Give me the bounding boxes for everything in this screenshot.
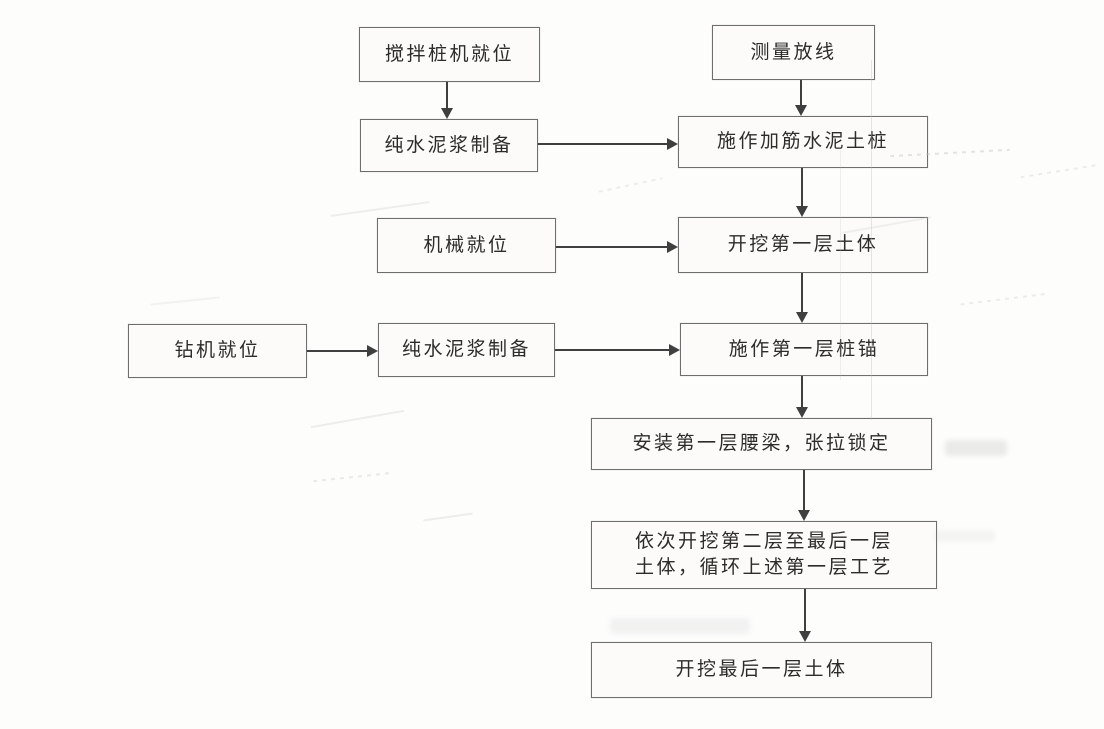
flow-node-first-layer-pile-anchor: 施作第一层桩锚 xyxy=(680,323,928,376)
arrow-n4-n6 xyxy=(801,168,803,207)
scan-artifact xyxy=(598,177,663,193)
flow-node-label-line2: 土体，循环上述第一层工艺 xyxy=(634,557,893,578)
flow-node-label: 安装第一层腰梁，张拉锁定 xyxy=(632,433,891,454)
arrow-n9-n10-head-icon xyxy=(796,407,808,418)
flow-node-mixing-pile-rig-in-place: 搅拌桩机就位 xyxy=(359,27,540,82)
flow-node-label: 纯水泥浆制备 xyxy=(384,134,514,156)
scan-artifact xyxy=(423,512,473,522)
flow-node-label: 纯水泥浆制备 xyxy=(401,339,531,360)
arrow-n10-n11-head-icon xyxy=(798,510,810,521)
arrow-n1-n3 xyxy=(446,82,448,109)
scan-artifact xyxy=(871,60,872,420)
arrow-n8-n9-head-icon xyxy=(669,344,680,356)
scan-artifact xyxy=(960,292,1050,306)
arrow-n2-n4 xyxy=(800,80,802,106)
scan-artifact xyxy=(150,296,220,306)
scan-artifact xyxy=(310,409,405,429)
flow-node-cement-slurry-prep-bottom: 纯水泥浆制备 xyxy=(378,323,555,377)
arrow-n10-n11 xyxy=(803,470,805,510)
flow-node-label: 搅拌桩机就位 xyxy=(384,43,514,65)
arrow-n7-n8 xyxy=(307,350,368,352)
flow-node-label-line1: 依次开挖第二层至最后一层 xyxy=(634,531,893,552)
arrow-n4-n6-head-icon xyxy=(796,206,808,217)
flow-node-survey-layout: 测量放线 xyxy=(712,25,875,80)
flow-node-cement-slurry-prep-top: 纯水泥浆制备 xyxy=(360,119,538,172)
arrow-n6-n9-head-icon xyxy=(796,312,808,323)
arrow-n5-n6 xyxy=(556,246,668,248)
scan-artifact xyxy=(313,471,393,483)
arrow-n8-n9 xyxy=(555,349,670,351)
arrow-n7-n8-head-icon xyxy=(367,345,378,357)
flow-node-excavate-last-layer: 开挖最后一层土体 xyxy=(591,642,932,698)
scan-artifact xyxy=(610,618,750,634)
arrow-n3-n4-head-icon xyxy=(667,138,678,150)
flow-node-excavate-first-layer: 开挖第一层土体 xyxy=(678,217,928,273)
scan-artifact xyxy=(840,150,841,380)
arrow-n6-n9 xyxy=(801,273,803,313)
flow-node-cycle-excavation-layers: 依次开挖第二层至最后一层 土体，循环上述第一层工艺 xyxy=(591,521,937,589)
arrow-n1-n3-head-icon xyxy=(441,108,453,119)
arrow-n11-n12 xyxy=(804,589,806,631)
flow-node-label: 机械就位 xyxy=(423,234,510,256)
scan-artifact xyxy=(330,201,430,217)
arrow-n3-n4 xyxy=(538,143,668,145)
arrow-n2-n4-head-icon xyxy=(795,105,807,116)
flow-node-label: 测量放线 xyxy=(750,41,837,63)
scan-artifact xyxy=(935,530,995,542)
arrow-n5-n6-head-icon xyxy=(667,241,678,253)
flow-node-install-waler-tension-lock: 安装第一层腰梁，张拉锁定 xyxy=(591,418,932,470)
flow-node-label: 施作第一层桩锚 xyxy=(728,338,880,360)
scan-artifact xyxy=(945,440,1007,456)
flow-node-label: 开挖最后一层土体 xyxy=(675,659,848,680)
flow-node-reinforced-cement-soil-pile: 施作加筋水泥土桩 xyxy=(678,116,928,168)
flow-node-label: 施作加筋水泥土桩 xyxy=(716,131,889,152)
flow-node-label: 开挖第一层土体 xyxy=(727,234,879,255)
scan-artifact xyxy=(1020,163,1100,179)
flow-node-drill-rig-in-place: 钻机就位 xyxy=(128,324,307,378)
flow-node-machinery-in-place: 机械就位 xyxy=(377,218,556,273)
arrow-n9-n10 xyxy=(801,376,803,407)
arrow-n11-n12-head-icon xyxy=(799,631,811,642)
flow-node-label: 钻机就位 xyxy=(174,340,261,361)
